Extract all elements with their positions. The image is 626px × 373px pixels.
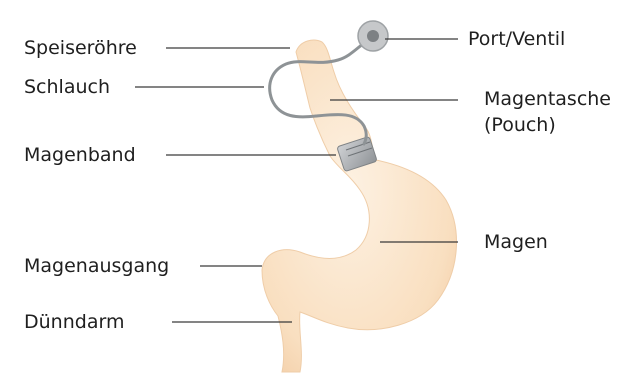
label-port: Port/Ventil [468, 28, 565, 50]
label-stomach: Magen [484, 231, 548, 253]
label-pouch-line1: Magentasche [484, 88, 611, 110]
label-tube: Schlauch [24, 76, 110, 98]
label-small-intestine: Dünndarm [24, 311, 124, 333]
label-esophagus: Speiseröhre [24, 37, 137, 59]
label-band: Magenband [24, 144, 136, 166]
port-valve-icon [358, 21, 388, 51]
label-pouch-line2: (Pouch) [484, 114, 556, 136]
label-pylorus: Magenausgang [24, 255, 169, 277]
